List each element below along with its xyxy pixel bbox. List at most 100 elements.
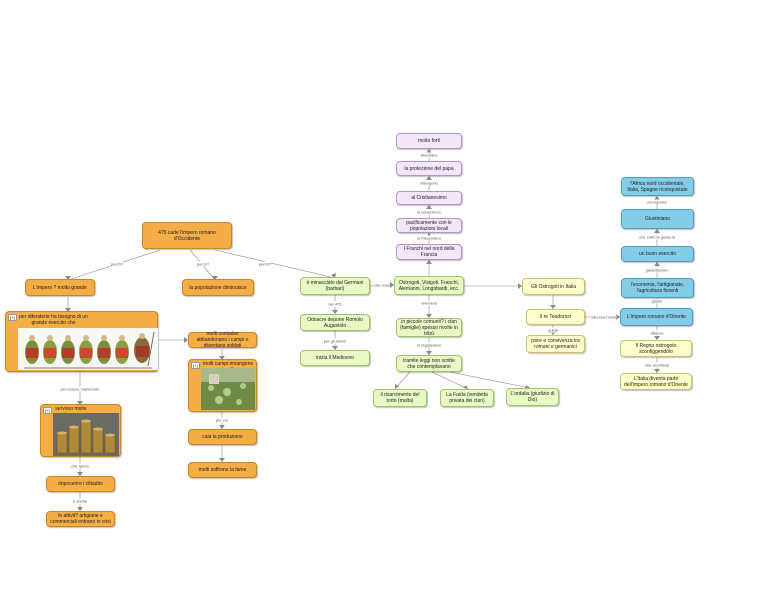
node-text: L'ordalia (giudizio di Dio) [510, 391, 555, 403]
node-text: le attivit? artigiane e commerciali entr… [50, 513, 111, 525]
node-economia[interactable]: l'economia, l'artigianato, l'agricoltura… [621, 278, 694, 298]
node-text: inizia il Medioevo [315, 355, 355, 361]
node-text: molti contadini abbandonano i campi e di… [196, 331, 249, 349]
overgrown-field-image [201, 368, 255, 410]
link-label-che-fanno: che fanno [71, 463, 89, 469]
node-italia-parte[interactable]: L'Italia diventa parte dell'impero roman… [620, 373, 692, 390]
expand-tag[interactable]: [+] [8, 314, 17, 321]
node-text: la popolazione diminuisce [189, 284, 247, 291]
node-regno-ostrogoto[interactable]: Il Regno ostrogoto sconfiggendolo [620, 340, 692, 357]
node-text: un buon esercito [639, 251, 676, 257]
node-text: tramite leggi non scritte che contemplav… [403, 357, 455, 370]
node-text: molto forti [418, 138, 440, 144]
node-medioevo[interactable]: inizia il Medioevo [300, 350, 370, 366]
link-label-si-convertono: si convertono [417, 209, 441, 215]
node-cristianesimo[interactable]: al Cristianesimo [396, 191, 462, 205]
link-label-per-gli-storici: per gli storici [323, 338, 347, 344]
node-main-fall-of-rome[interactable]: 475 cade l'impero romano d'Occidente [142, 222, 232, 249]
node-text: l'economia, l'artigianato, l'agricoltura… [630, 282, 685, 294]
link-label-garantiscono: garantiscono [645, 267, 669, 273]
node-impero-grande[interactable]: L'impero ? molto grande [25, 279, 95, 296]
expand-tag[interactable]: [+] [191, 362, 200, 369]
node-teodorico[interactable]: il re Teodorico [526, 309, 585, 325]
link-label-si-mescolano: si mescolano [417, 235, 441, 241]
node-tasse[interactable]: [+] servono molte tasse [40, 404, 121, 457]
node-text: cala la produzione [202, 434, 243, 440]
node-text: per difenderle ha bisogno di un grande e… [19, 314, 88, 326]
node-text: è minacciato dai Germani (barbari) [306, 280, 364, 292]
node-risarcimento[interactable]: il risarcimento del torto (multa) [373, 389, 427, 407]
link-label-alla-sua-morte: alla sua morte [591, 314, 617, 320]
node-ostrogoti-italia[interactable]: Gli Ostrogoti in Italia [522, 278, 585, 295]
node-cala-produzione[interactable]: cala la produzione [188, 429, 257, 445]
node-text: al Cristianesimo [411, 195, 447, 201]
node-text: impoverire i cittadini [58, 481, 103, 487]
node-text: L'impero ? molto grande [33, 284, 87, 291]
node-buon-esercito[interactable]: un buon esercito [621, 246, 694, 262]
node-text: il risarcimento del torto (multa) [380, 392, 420, 404]
node-piccole-comunita[interactable]: in piccole comunit? i clan (famiglie) sp… [396, 318, 462, 337]
node-faida[interactable]: La Faida (vendetta privata dei clan) [440, 389, 494, 407]
node-text: pace e convivenza tra romani e germanici [531, 338, 580, 350]
node-ostrogoti[interactable]: Ostrogoti, Visigoti, Franchi, Alemanni, … [394, 276, 464, 295]
link-label-ottengono: ottengono [420, 180, 438, 186]
node-popolazione[interactable]: la popolazione diminuisce [182, 279, 254, 296]
node-text: il re Teodorico [539, 314, 572, 320]
link-label-perche-3: perch? [258, 261, 272, 267]
coin-stacks-image [53, 413, 119, 456]
node-papa[interactable]: la protezione del papa [396, 161, 462, 176]
node-text: Il Regno ostrogoto sconfiggendolo [635, 342, 677, 355]
node-contadini[interactable]: molti contadini abbandonano i campi e di… [188, 331, 257, 349]
link-label-e-anche: e anche [72, 498, 88, 504]
node-forti[interactable]: molto forti [396, 133, 462, 149]
node-ordalia[interactable]: L'ordalia (giudizio di Dio) [506, 388, 559, 406]
node-text: la protezione del papa [404, 165, 454, 172]
node-franchi[interactable]: I Franchi nel nord della Francia [396, 244, 462, 260]
node-fame[interactable]: molti soffrono la fame [188, 462, 257, 478]
soldiers-illustration [24, 331, 155, 369]
link-label-attacca: attacca [650, 330, 664, 336]
node-impero-oriente[interactable]: L'impero romano d'Oriente [620, 308, 693, 326]
link-label-che-sono: che sono [373, 282, 391, 288]
node-campi-incolti[interactable]: [+] molti campi rimangono incolti [188, 359, 257, 412]
link-label-per-essere-mantenuto: per essere mantenuto [60, 386, 100, 392]
node-text: Ostrogoti, Visigoti, Franchi, Alemanni, … [398, 279, 460, 292]
node-text: 475 cade l'impero romano d'Occidente [158, 229, 216, 242]
link-label-riconquista: riconquista [647, 199, 667, 205]
node-odoacre[interactable]: Odoacre depone Romolo Augustolo [300, 314, 370, 331]
link-label-guida: guida [548, 327, 558, 333]
link-label-perche-1: perch? [110, 261, 124, 267]
node-impoverire[interactable]: impoverire i cittadini [46, 476, 115, 492]
node-text: La Faida (vendetta privata dei clan) [446, 392, 488, 404]
node-text: I Franchi nel nord della Francia [403, 246, 455, 258]
coins-illustration [56, 419, 116, 454]
link-label-perche-2: perch? [196, 261, 210, 267]
link-label-nel-476: nel 476 [328, 301, 342, 307]
node-text: l'Africa nord occidentale, Italia, Spagn… [627, 180, 688, 193]
node-text: L'Italia diventa parte dell'impero roman… [624, 375, 688, 388]
link-label-per-cui: per cui [215, 417, 229, 423]
node-text: molti soffrono la fame [198, 467, 247, 473]
roman-soldiers-image [18, 328, 158, 370]
node-germani[interactable]: è minacciato dai Germani (barbari) [300, 277, 370, 295]
node-esercito[interactable]: [+] per difenderle ha bisogno di un gran… [5, 311, 158, 372]
expand-tag[interactable]: [+] [43, 407, 52, 414]
link-label-grazie: grazie [651, 298, 663, 304]
node-giustiniano[interactable]: Giustiniano [621, 209, 694, 229]
link-label-vivevano: vivevano [421, 300, 437, 306]
link-label-che-sconfisse: che sconfisse [644, 362, 670, 368]
node-africa[interactable]: l'Africa nord occidentale, Italia, Spagn… [621, 177, 694, 196]
link-label-diventano: diventano [420, 152, 438, 158]
link-label-che-sotto-la-guida-di: che sotto la guida di [639, 234, 675, 240]
node-text: Gli Ostrogoti in Italia [530, 283, 577, 290]
node-text: Odoacre depone Romolo Augustolo [307, 316, 363, 329]
node-pacificamente[interactable]: pacificamente con le popolazioni locali [396, 218, 462, 233]
node-text: Giustiniano [644, 216, 670, 222]
node-text: pacificamente con le popolazioni locali [406, 219, 452, 232]
node-text: L'impero romano d'Oriente [627, 314, 686, 320]
field-illustration [201, 368, 255, 410]
node-leggi[interactable]: tramite leggi non scritte che contemplav… [396, 355, 462, 372]
node-pace[interactable]: pace e convivenza tra romani e germanici [526, 335, 585, 353]
node-attivita[interactable]: le attivit? artigiane e commerciali entr… [46, 511, 115, 527]
node-text: in piccole comunit? i clan (famiglie) sp… [400, 318, 458, 337]
